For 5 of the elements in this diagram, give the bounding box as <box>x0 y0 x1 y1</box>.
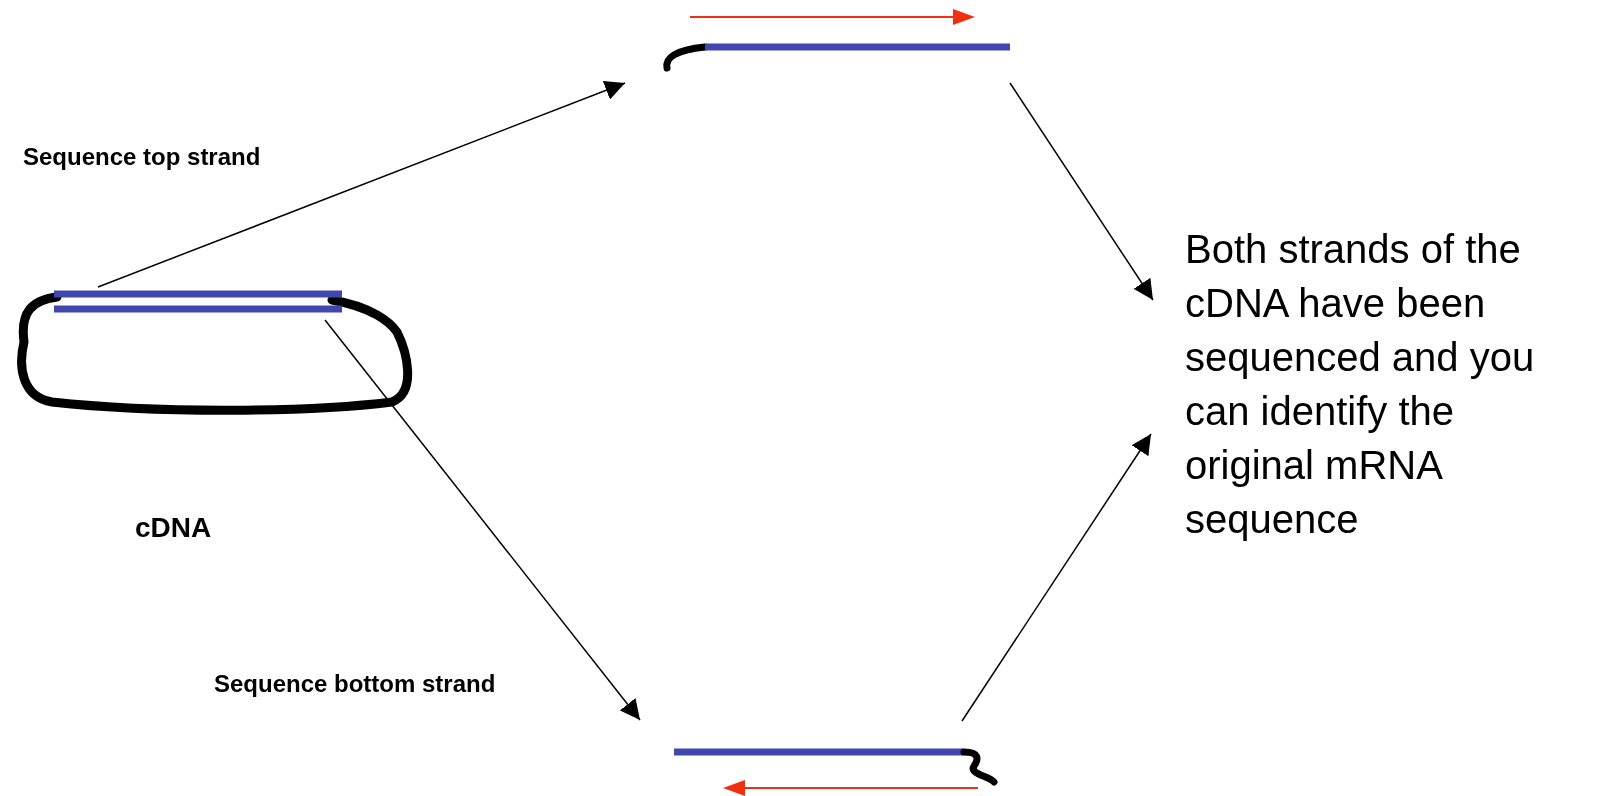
arrow <box>961 433 1152 722</box>
arrow <box>324 319 641 721</box>
note-text: Both strands of the cDNA have been sequenced and you can identify the original mRNA sequence <box>1185 222 1585 546</box>
arrow <box>1009 82 1154 301</box>
arrow <box>97 80 626 288</box>
